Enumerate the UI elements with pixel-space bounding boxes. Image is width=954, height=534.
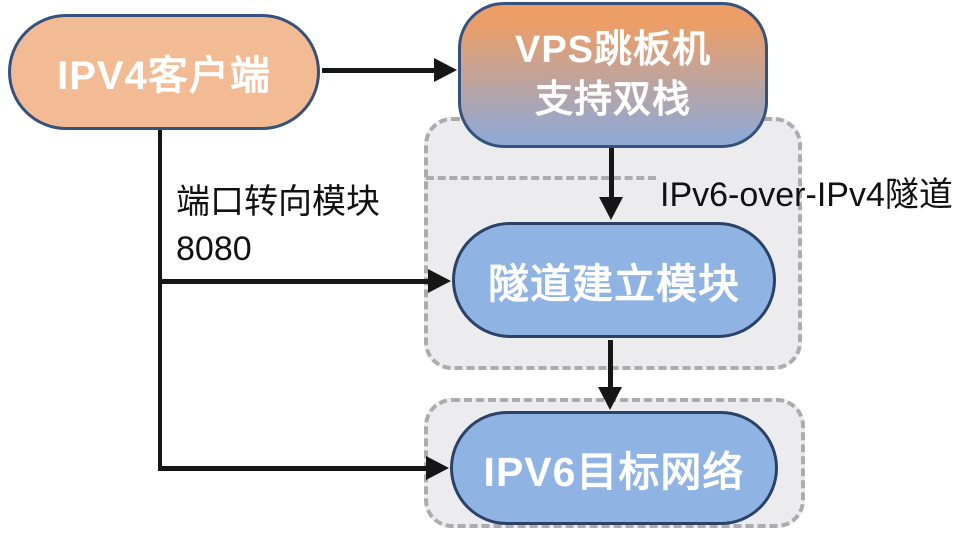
node-tunnel-module: 隧道建立模块 <box>452 222 776 338</box>
node-vps-label-line1: VPS跳板机 <box>514 29 712 71</box>
node-ipv6-target-network: IPV6目标网络 <box>450 411 778 525</box>
port-forward-label-line2: 8080 <box>176 230 252 268</box>
arrow-line <box>609 148 614 200</box>
node-ipv4-client: IPV4客户端 <box>8 14 320 130</box>
arrow-line <box>322 68 436 73</box>
arrowhead-down-icon <box>598 387 622 410</box>
arrowhead-right-icon <box>426 456 449 480</box>
node-ipv6-target-network-label: IPV6目标网络 <box>483 449 745 495</box>
node-tunnel-module-label: 隧道建立模块 <box>488 261 740 307</box>
arrow-line <box>608 340 613 390</box>
node-ipv4-client-label: IPV4客户端 <box>57 54 271 98</box>
arrowhead-down-icon <box>599 197 623 220</box>
tunnel-group-divider-line <box>426 176 656 180</box>
arrow-line <box>158 466 428 471</box>
arrow-line <box>158 279 430 284</box>
connector-vertical-line <box>158 130 162 470</box>
tunnel-caption-label: IPv6-over-IPv4隧道 <box>660 176 953 214</box>
node-vps-label-line2: 支持双栈 <box>534 79 691 121</box>
arrowhead-right-icon <box>428 269 451 293</box>
port-forward-label: 端口转向模块 8080 <box>176 179 380 273</box>
node-vps-jump-host: VPS跳板机 支持双栈 <box>458 2 768 148</box>
port-forward-label-line1: 端口转向模块 <box>176 183 380 221</box>
arrowhead-right-icon <box>434 58 457 82</box>
